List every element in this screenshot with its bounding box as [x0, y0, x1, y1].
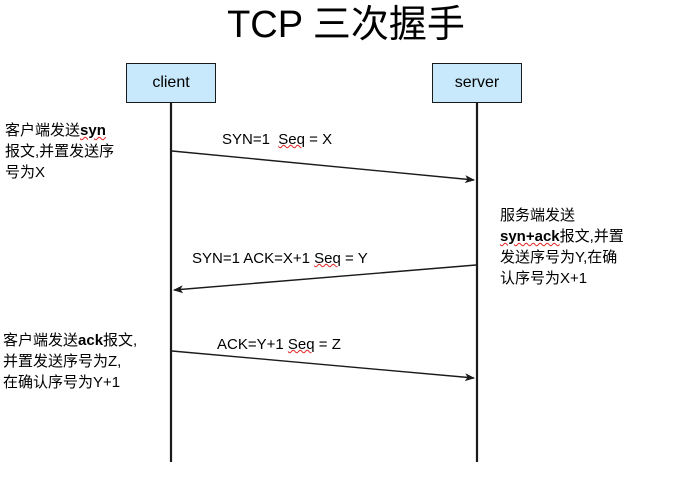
note-client-ack-misspelled: ack — [78, 332, 104, 349]
message-1-seq-value: = X — [309, 131, 333, 148]
note-client-ack-line-3: 在确认序号为Y+1 — [3, 374, 121, 391]
note-client-ack-line-1: 客户端发送ack报文, — [3, 330, 137, 351]
message-3-flags: ACK=Y+1 — [217, 336, 284, 353]
page-title: TCP 三次握手 — [227, 4, 465, 46]
note-client-ack-line-1-rest: 报文, — [103, 332, 138, 349]
note-client-syn-line-1-prefix: 客户端发送 — [5, 122, 81, 139]
message-label-2: SYN=1 ACK=X+1 Seq = Y — [192, 250, 368, 268]
note-server-synack-line-2: syn+ack报文,并置 — [500, 226, 624, 247]
note-client-ack-line-1-prefix: 客户端发送 — [3, 332, 79, 349]
message-label-1: SYN=1 Seq = X — [222, 131, 332, 149]
message-arrow-2 — [173, 264, 477, 294]
note-client-syn-line-3: 号为X — [5, 164, 46, 181]
node-server[interactable]: server — [432, 63, 522, 103]
message-arrow-3 — [171, 350, 475, 382]
node-server-label: server — [454, 74, 500, 91]
message-label-3: ACK=Y+1 Seq = Z — [217, 336, 341, 354]
note-server-synack-line-3: 发送序号为Y,在确 — [500, 249, 618, 266]
note-client-syn: 客户端发送syn 报文,并置发送序 号为X — [5, 120, 114, 183]
message-2-seq-misspelled: Seq — [314, 250, 341, 267]
message-3-seq-value: = Z — [318, 336, 341, 353]
note-server-synack-line-4: 认序号为X+1 — [500, 270, 588, 287]
note-client-syn-misspelled: syn — [80, 122, 106, 139]
message-2-seq-value: = Y — [345, 250, 368, 267]
node-client[interactable]: client — [126, 63, 216, 103]
note-client-syn-line-2: 报文,并置发送序 — [5, 143, 115, 160]
message-arrow-1 — [171, 150, 475, 184]
message-1-seq-misspelled: Seq — [278, 131, 305, 148]
note-server-synack-misspelled: syn+ack — [500, 228, 560, 245]
note-server-synack: 服务端发送 syn+ack报文,并置 发送序号为Y,在确 认序号为X+1 — [500, 205, 624, 289]
note-server-synack-line-2-rest: 报文,并置 — [559, 228, 624, 245]
message-3-seq-misspelled: Seq — [287, 336, 315, 353]
message-2-flags: SYN=1 ACK=X+1 — [192, 250, 310, 267]
note-client-ack: 客户端发送ack报文, 并置发送序号为Z, 在确认序号为Y+1 — [3, 330, 137, 393]
note-client-syn-line-1: 客户端发送syn — [5, 120, 114, 141]
message-1-flags: SYN=1 — [222, 131, 270, 148]
note-client-ack-line-2: 并置发送序号为Z, — [3, 353, 122, 370]
node-client-label: client — [152, 74, 190, 91]
note-server-synack-line-1: 服务端发送 — [500, 207, 576, 224]
